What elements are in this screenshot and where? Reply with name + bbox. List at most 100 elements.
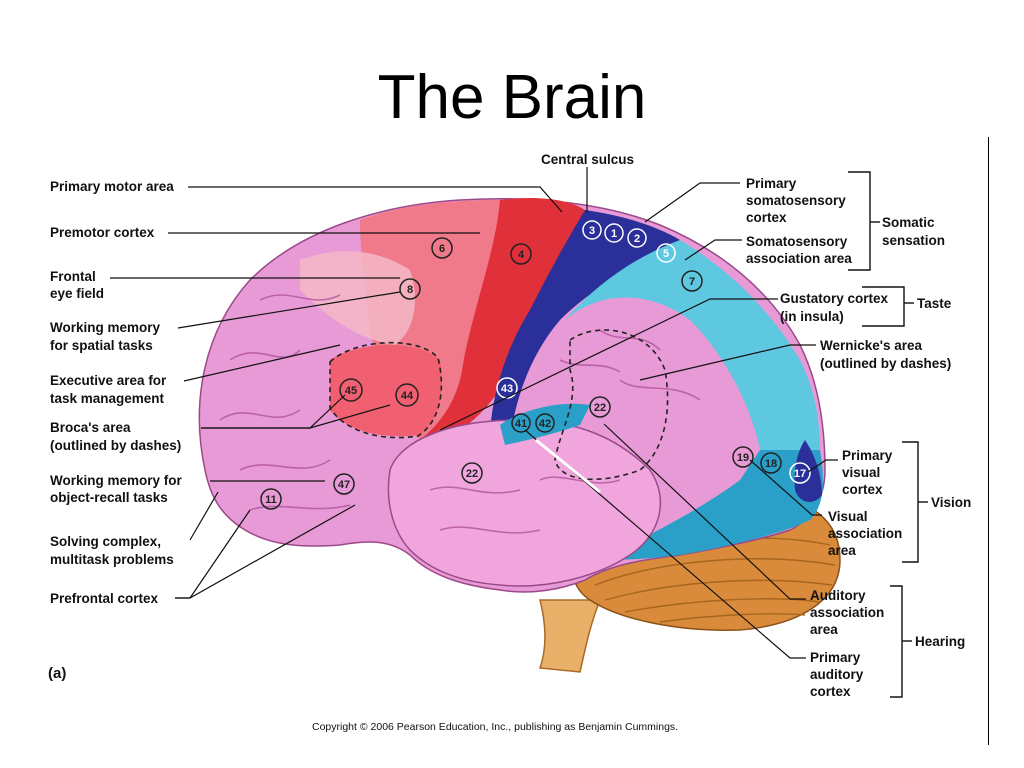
label-brocas-area-1: Broca's area [50, 420, 131, 435]
slide-divider-line [988, 137, 989, 745]
label-primary-auditory-3: cortex [810, 684, 851, 699]
svg-text:8: 8 [407, 284, 413, 296]
svg-text:47: 47 [338, 479, 350, 491]
label-working-memory-spatial-1: Working memory [50, 320, 161, 335]
label-primary-somatosensory-2: somatosensory [746, 193, 846, 208]
area-42-marker: 42 [535, 413, 555, 433]
area-18-marker: 18 [760, 452, 782, 474]
somatic-bracket [848, 171, 871, 271]
label-somatic-sensation-1: Somatic [882, 215, 935, 230]
label-solving-complex-1: Solving complex, [50, 534, 161, 549]
label-working-memory-object-2: object-recall tasks [50, 490, 168, 505]
left-labels: Primary motor area Premotor cortex Front… [48, 179, 183, 682]
panel-label: (a) [48, 665, 66, 682]
label-prefrontal-cortex: Prefrontal cortex [50, 591, 159, 606]
area-8-marker: 8 [399, 278, 421, 300]
svg-text:45: 45 [345, 385, 357, 397]
svg-text:4: 4 [518, 249, 525, 261]
svg-text:7: 7 [689, 276, 695, 288]
svg-text:43: 43 [501, 383, 513, 395]
svg-text:1: 1 [611, 228, 617, 240]
label-primary-visual-3: cortex [842, 482, 883, 497]
primary-visual-region [794, 440, 822, 502]
label-premotor-cortex: Premotor cortex [50, 225, 155, 240]
svg-text:22: 22 [594, 402, 606, 414]
label-gustatory-cortex-1: Gustatory cortex [780, 291, 889, 306]
wernickes-area-outline [554, 329, 669, 481]
area-3-marker: 3 [582, 220, 602, 240]
label-visual-association-1: Visual [828, 509, 868, 524]
svg-text:44: 44 [401, 390, 414, 402]
label-primary-visual-2: visual [842, 465, 880, 480]
executive-area-region [330, 345, 442, 437]
label-working-memory-object-1: Working memory for [50, 473, 183, 488]
taste-bracket [862, 286, 905, 327]
label-somatic-sensation-2: sensation [882, 233, 945, 248]
label-auditory-association-1: Auditory [810, 588, 866, 603]
frontal-eye-field-region [300, 251, 415, 345]
area-5-marker: 5 [656, 243, 676, 263]
label-primary-somatosensory-3: cortex [746, 210, 787, 225]
brocas-area-outline [329, 341, 443, 439]
svg-text:6: 6 [439, 243, 445, 255]
svg-text:41: 41 [515, 418, 527, 430]
somatosensory-strip [490, 210, 680, 440]
area-41-marker: 41 [511, 413, 531, 433]
label-frontal-eye-field-1: Frontal [50, 269, 96, 284]
label-primary-auditory-2: auditory [810, 667, 864, 682]
label-visual-association-3: area [828, 543, 856, 558]
area-4-marker: 4 [510, 243, 532, 265]
area-22-marker-upper: 22 [589, 396, 611, 418]
label-frontal-eye-field-2: eye field [50, 286, 104, 301]
brainstem [538, 599, 602, 673]
label-auditory-association-2: association [810, 605, 884, 620]
svg-text:3: 3 [589, 225, 595, 237]
area-22-marker-lower: 22 [461, 462, 483, 484]
label-somatosensory-association-2: association area [746, 251, 852, 266]
page-title: The Brain [377, 63, 647, 132]
label-brocas-area-2: (outlined by dashes) [50, 438, 181, 453]
area-6-marker: 6 [431, 237, 453, 259]
label-auditory-association-3: area [810, 622, 838, 637]
visual-association-region [600, 450, 823, 560]
label-taste: Taste [917, 296, 952, 311]
hearing-bracket [890, 585, 903, 698]
label-visual-association-2: association [828, 526, 902, 541]
label-primary-auditory-1: Primary [810, 650, 861, 665]
area-2-marker: 2 [627, 228, 647, 248]
area-number-markers: 3 1 2 6 4 5 7 8 45 44 43 41 42 22 22 47 … [260, 220, 811, 510]
label-working-memory-spatial-2: for spatial tasks [50, 338, 153, 353]
svg-text:42: 42 [539, 418, 551, 430]
label-primary-motor-area: Primary motor area [50, 179, 174, 194]
copyright-text: Copyright © 2006 Pearson Education, Inc.… [312, 721, 678, 733]
area-11-marker: 11 [260, 488, 282, 510]
label-central-sulcus: Central sulcus [541, 152, 634, 167]
right-labels: Central sulcus Primary somatosensory cor… [541, 152, 971, 699]
label-primary-visual-1: Primary [842, 448, 893, 463]
label-vision: Vision [931, 495, 971, 510]
area-19-marker: 19 [732, 446, 754, 468]
label-executive-area-2: task management [50, 391, 165, 406]
primary-motor-region [420, 198, 585, 440]
label-solving-complex-2: multitask problems [50, 552, 174, 567]
area-47-marker: 47 [333, 473, 355, 495]
vision-bracket [902, 441, 919, 563]
svg-text:17: 17 [794, 468, 806, 480]
label-somatosensory-association-1: Somatosensory [746, 234, 848, 249]
gyri-lines [219, 294, 701, 534]
label-hearing: Hearing [915, 634, 965, 649]
label-primary-somatosensory-1: Primary [746, 176, 797, 191]
svg-text:22: 22 [466, 468, 478, 480]
label-executive-area-1: Executive area for [50, 373, 167, 388]
area-44-marker: 44 [395, 383, 419, 407]
leader-lines [110, 167, 838, 659]
area-7-marker: 7 [681, 270, 703, 292]
area-1-marker: 1 [604, 223, 624, 243]
svg-text:11: 11 [265, 494, 277, 506]
label-wernickes-area-1: Wernicke's area [820, 338, 923, 353]
svg-text:2: 2 [634, 233, 640, 245]
brackets [848, 171, 928, 698]
svg-text:5: 5 [663, 248, 669, 260]
area-45-marker: 45 [339, 378, 363, 402]
